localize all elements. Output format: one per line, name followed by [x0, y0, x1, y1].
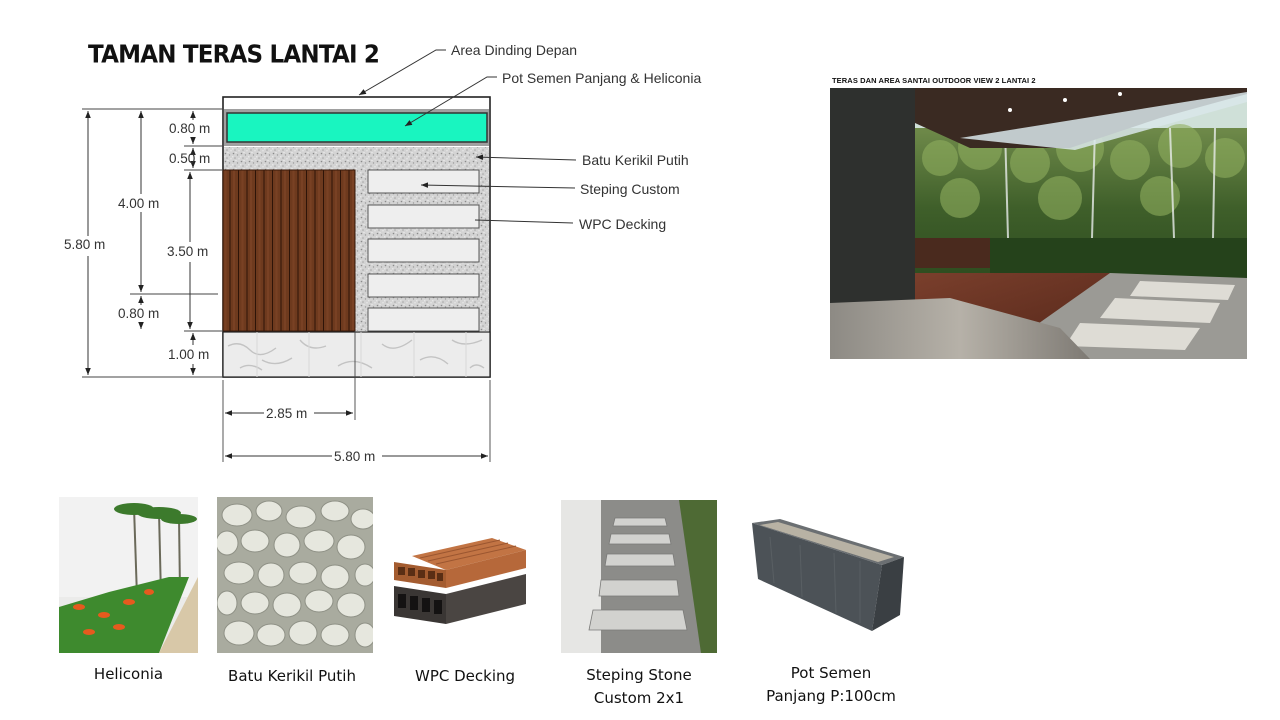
- stepping-stone: [367, 273, 480, 298]
- label-gravel: Batu Kerikil Putih: [582, 152, 689, 168]
- heliconia-plant-photo: [59, 497, 198, 653]
- stepping-stone: [367, 169, 480, 194]
- dim-total-width: 5.80 m: [334, 449, 375, 464]
- dim-garden-depth: 4.00 m: [118, 196, 159, 211]
- caption-stepping-line2: Custom 2x1: [593, 689, 685, 707]
- site-plan-diagram: 5.80 m 0.80 m 0.50 m 4.00 m 3.50 m 0.80 …: [64, 42, 701, 464]
- caption-wpc-decking: WPC Decking: [414, 667, 516, 685]
- sample-stepping-stone: [561, 500, 717, 653]
- stepping-stone: [367, 204, 480, 229]
- dim-gravel-strip: 0.50 m: [169, 151, 210, 166]
- caption-stepping-line1: Steping Stone: [586, 666, 692, 684]
- stepping-stone: [367, 307, 480, 332]
- dim-pot-depth: 0.80 m: [169, 121, 210, 136]
- caption-heliconia: Heliconia: [93, 665, 164, 683]
- wpc-decking-photo: [394, 538, 526, 624]
- stepping-stones: [367, 169, 480, 332]
- caption-planter-line2: Panjang P:100cm: [766, 687, 896, 705]
- dimension-guides: [82, 108, 491, 462]
- caption-white-pebbles: Batu Kerikil Putih: [228, 667, 356, 685]
- label-stepping: Steping Custom: [580, 181, 680, 197]
- dim-total-height: 5.80 m: [64, 237, 105, 252]
- label-planter: Pot Semen Panjang & Heliconia: [502, 70, 701, 86]
- stepping-stone-photo: [561, 500, 717, 653]
- stepping-stone: [367, 238, 480, 263]
- plan-title: TAMAN TERAS LANTAI 2: [88, 40, 380, 70]
- sample-cement-planter: [750, 517, 905, 633]
- planter-box: [226, 112, 488, 143]
- terrace-render-image: [830, 88, 1247, 359]
- caption-planter-line1: Pot Semen: [790, 664, 872, 682]
- caption-cement-planter: Pot Semen Panjang P:100cm: [746, 662, 916, 708]
- caption-stepping-stone: Steping Stone Custom 2x1: [559, 664, 719, 710]
- label-decking: WPC Decking: [579, 216, 666, 232]
- white-pebbles-photo: [217, 497, 373, 653]
- render-title: TERAS DAN AREA SANTAI OUTDOOR VIEW 2 LAN…: [832, 76, 1036, 85]
- dim-decking-depth: 3.50 m: [167, 244, 208, 259]
- label-front-wall: Area Dinding Depan: [451, 42, 577, 58]
- sample-white-pebbles: [217, 497, 373, 653]
- dim-floor-strip: 1.00 m: [168, 347, 209, 362]
- sample-heliconia: [59, 497, 198, 653]
- dim-lower-gravel: 0.80 m: [118, 306, 159, 321]
- marble-floor-strip: [222, 331, 491, 378]
- dim-decking-width: 2.85 m: [266, 406, 307, 421]
- annotation-leaders: [358, 49, 577, 224]
- dimension-arrows: [85, 111, 488, 459]
- cement-planter-photo: [752, 519, 904, 631]
- wpc-decking-area: [222, 169, 356, 332]
- sample-wpc-decking: [392, 534, 528, 628]
- plan-body: [222, 96, 491, 378]
- render-view-panel: TERAS DAN AREA SANTAI OUTDOOR VIEW 2 LAN…: [830, 76, 1247, 359]
